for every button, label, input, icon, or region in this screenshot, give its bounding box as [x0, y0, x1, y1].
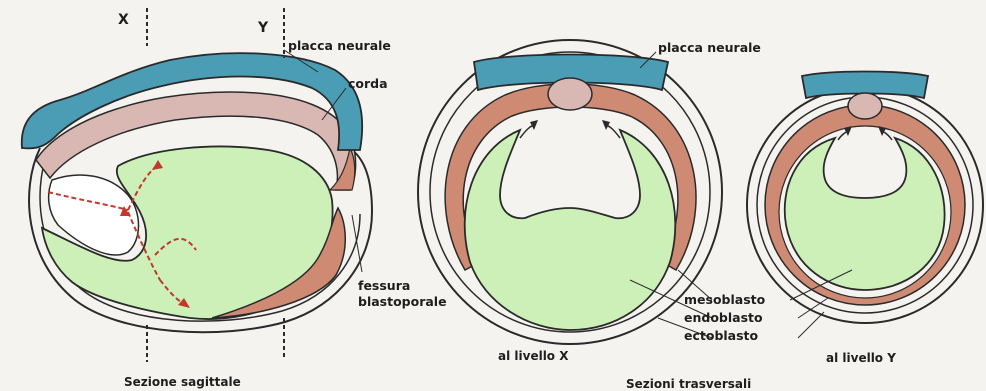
transverse-section-y — [747, 72, 983, 339]
section-x-arrowheads — [530, 120, 610, 130]
corda-label: corda — [348, 76, 388, 91]
placca-neurale-label-2: placca neurale — [658, 40, 761, 55]
sezioni-trasversali-caption: Sezioni trasversali — [626, 377, 751, 391]
x-marker-label: X — [118, 12, 129, 28]
endoblasto-label: endoblasto — [684, 310, 763, 325]
ectoblasto-label: ectoblasto — [684, 328, 759, 343]
leader-fessura — [352, 215, 362, 272]
placca-neurale-label-1: placca neurale — [288, 38, 391, 53]
sagittal-section — [22, 8, 372, 362]
fessura-label-line2: blastoporale — [358, 294, 447, 309]
mesoblasto-label: mesoblasto — [684, 292, 766, 307]
al-livello-x-caption: al livello X — [498, 349, 569, 363]
transverse-section-x — [418, 40, 722, 344]
al-livello-y-caption: al livello Y — [826, 351, 896, 365]
y-marker-label: Y — [257, 20, 269, 36]
section-x-endoderm — [465, 130, 676, 330]
section-x-notochord — [548, 78, 592, 110]
section-y-notochord — [848, 93, 882, 119]
fessura-label-line1: fessura — [358, 278, 410, 293]
sezione-sagittale-caption: Sezione sagittale — [124, 375, 241, 389]
